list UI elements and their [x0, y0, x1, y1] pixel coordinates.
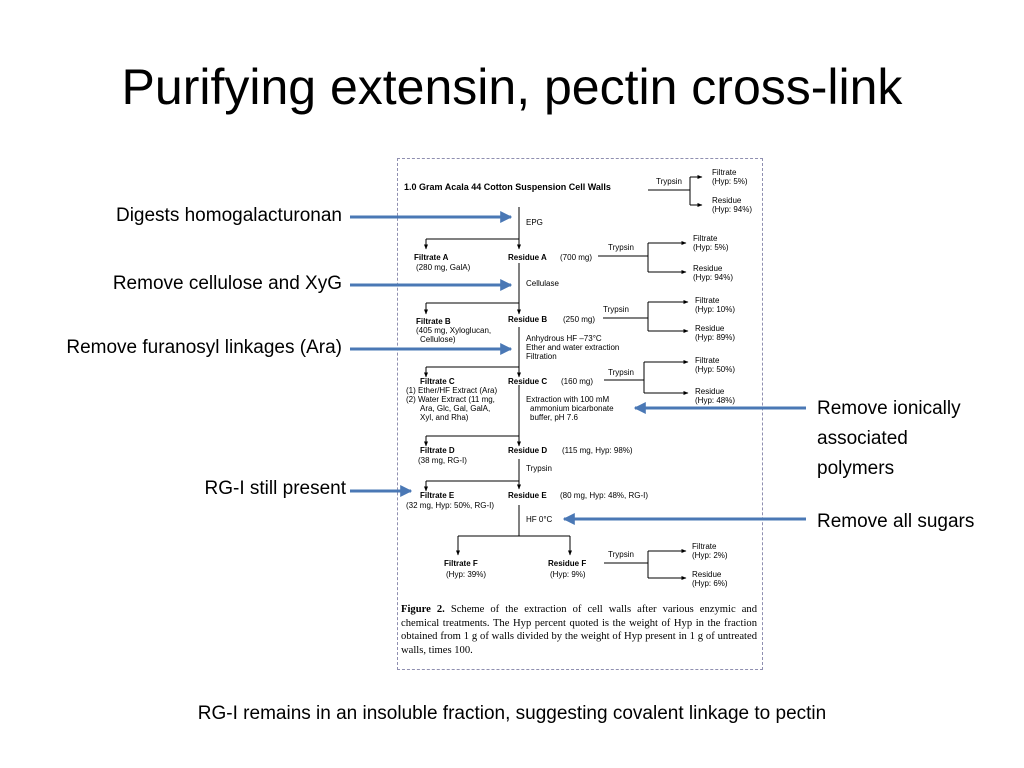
flow-diagram: 1.0 Gram Acala 44 Cotton Suspension Cell…	[404, 168, 752, 588]
hf-line-3: Filtration	[526, 352, 557, 361]
extraction-line-3: buffer, pH 7.6	[530, 413, 578, 422]
annotation-homogalacturonan: Digests homogalacturonan	[115, 205, 342, 226]
filtrate-c-detail-2: (2) Water Extract (11 mg,	[406, 395, 495, 404]
trypsin-label-f: Trypsin	[608, 550, 634, 559]
hf-line-2: Ether and water extraction	[526, 343, 619, 352]
hyp5-label-a: (Hyp: 5%)	[693, 243, 729, 252]
filtrate-label-c: Filtrate	[695, 356, 720, 365]
hf-line-1: Anhydrous HF –73°C	[526, 334, 602, 343]
cellulase-label: Cellulase	[526, 279, 559, 288]
extraction-line-1: Extraction with 100 mM	[526, 395, 609, 404]
hf0-label: HF 0°C	[526, 515, 553, 524]
filtrate-a-detail: (280 mg, GalA)	[416, 263, 471, 272]
filtrate-d: Filtrate D	[420, 446, 455, 455]
trypsin-label-a: Trypsin	[608, 243, 634, 252]
annotation-ionic-line3: polymers	[817, 458, 895, 479]
residue-label-0: Residue	[712, 196, 742, 205]
annotation-ionic-line1: Remove ionically	[817, 398, 961, 419]
annotation-ionic: Remove ionically associated polymers	[817, 394, 961, 484]
filtrate-c-detail-4: Xyl, and Rha)	[420, 413, 469, 422]
extraction-line-2: ammonium bicarbonate	[530, 404, 614, 413]
flow-text: 1.0 Gram Acala 44 Cotton Suspension Cell…	[404, 168, 752, 588]
filtrate-b: Filtrate B	[416, 317, 451, 326]
trypsin-label-b: Trypsin	[603, 305, 629, 314]
residue-b: Residue B	[508, 315, 547, 324]
hyp48-label: (Hyp: 48%)	[695, 396, 735, 405]
hyp10-label: (Hyp: 10%)	[695, 305, 735, 314]
slide-title: Purifying extensin, pectin cross-link	[121, 59, 903, 115]
hyp94-label-a: (Hyp: 94%)	[693, 273, 733, 282]
trypsin-label-d: Trypsin	[526, 464, 552, 473]
filtrate-c-detail-3: Ara, Glc, Gal, GalA,	[420, 404, 490, 413]
filtrate-e: Filtrate E	[420, 491, 455, 500]
annotation-furanosyl: Remove furanosyl linkages (Ara)	[66, 337, 342, 358]
hyp50-label: (Hyp: 50%)	[695, 365, 735, 374]
trypsin-label-0: Trypsin	[656, 177, 682, 186]
residue-f-detail: (Hyp: 9%)	[550, 570, 586, 579]
annotation-ionic-line2: associated	[817, 428, 908, 449]
annotation-rg1: RG-I still present	[204, 478, 346, 499]
residue-c: Residue C	[508, 377, 547, 386]
annotation-sugars: Remove all sugars	[817, 511, 975, 532]
residue-label-b: Residue	[695, 324, 725, 333]
residue-b-detail: (250 mg)	[563, 315, 595, 324]
annotation-cellulose: Remove cellulose and XyG	[112, 273, 342, 294]
residue-c-detail: (160 mg)	[561, 377, 593, 386]
figure-caption-text: Scheme of the extraction of cell walls a…	[401, 604, 757, 656]
figure-caption-label: Figure 2.	[401, 604, 445, 615]
filtrate-label-a: Filtrate	[693, 234, 718, 243]
residue-e-detail: (80 mg, Hyp: 48%, RG-I)	[560, 491, 648, 500]
residue-d: Residue D	[508, 446, 547, 455]
trypsin-label-c: Trypsin	[608, 368, 634, 377]
hyp5-label-0: (Hyp: 5%)	[712, 177, 748, 186]
epg-label: EPG	[526, 218, 543, 227]
extraction-scheme-figure: 1.0 Gram Acala 44 Cotton Suspension Cell…	[397, 158, 763, 670]
residue-label-c: Residue	[695, 387, 725, 396]
filtrate-label-0: Filtrate	[712, 168, 737, 177]
residue-a-detail: (700 mg)	[560, 253, 592, 262]
filtrate-label-f: Filtrate	[692, 542, 717, 551]
filtrate-a: Filtrate A	[414, 253, 449, 262]
start-label: 1.0 Gram Acala 44 Cotton Suspension Cell…	[404, 182, 611, 192]
filtrate-label-b: Filtrate	[695, 296, 720, 305]
residue-label-f: Residue	[692, 570, 722, 579]
filtrate-b-detail-2: Cellulose)	[420, 335, 456, 344]
filtrate-f-detail: (Hyp: 39%)	[446, 570, 486, 579]
residue-a: Residue A	[508, 253, 547, 262]
residue-f: Residue F	[548, 559, 586, 568]
filtrate-c: Filtrate C	[420, 377, 455, 386]
filtrate-b-detail-1: (405 mg, Xyloglucan,	[416, 326, 491, 335]
residue-e: Residue E	[508, 491, 547, 500]
hyp6-label: (Hyp: 6%)	[692, 579, 728, 588]
figure-caption: Figure 2. Scheme of the extraction of ce…	[401, 603, 757, 657]
slide-footer: RG-I remains in an insoluble fraction, s…	[197, 703, 827, 724]
residue-label-a: Residue	[693, 264, 723, 273]
hyp94-label-0: (Hyp: 94%)	[712, 205, 752, 214]
filtrate-d-detail: (38 mg, RG-I)	[418, 456, 467, 465]
filtrate-c-detail-1: (1) Ether/HF Extract (Ara)	[406, 386, 497, 395]
hyp89-label: (Hyp: 89%)	[695, 333, 735, 342]
hyp2-label: (Hyp: 2%)	[692, 551, 728, 560]
filtrate-e-detail: (32 mg, Hyp: 50%, RG-I)	[406, 501, 494, 510]
filtrate-f: Filtrate F	[444, 559, 478, 568]
residue-d-detail: (115 mg, Hyp: 98%)	[562, 446, 633, 455]
flow-lines	[424, 175, 703, 580]
